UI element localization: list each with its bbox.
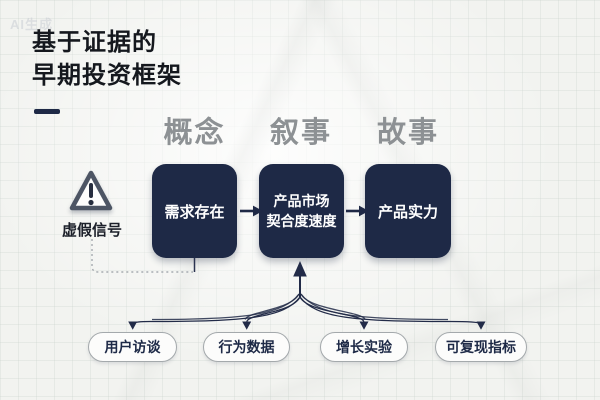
title-underline <box>34 109 60 114</box>
evidence-pill-growth-experiments: 增长实验 <box>320 332 408 362</box>
evidence-pill-user-interviews: 用户访谈 <box>88 332 177 362</box>
flow-box-demand-exists: 需求存在 <box>152 164 237 258</box>
stage-label-concept: 概念 <box>163 117 226 149</box>
title-line-1: 基于证据的 <box>32 29 157 56</box>
stage-label-narrative: 叙事 <box>269 117 332 149</box>
false-signal-label: 虚假信号 <box>61 222 122 239</box>
warning-triangle-icon <box>69 170 113 211</box>
page-title: 基于证据的 早期投资框架 <box>32 26 182 92</box>
evidence-fan-arrows <box>128 261 486 330</box>
ai-watermark: AI生成 <box>10 17 54 32</box>
flow-box-product-market-fit-speed: 产品市场 契合度速度 <box>259 164 344 258</box>
evidence-pill-behavior-data: 行为数据 <box>203 332 290 362</box>
title-line-2: 早期投资框架 <box>32 62 182 89</box>
flow-box-product-strength: 产品实力 <box>365 164 451 258</box>
evidence-pill-reproducible-metrics: 可复现指标 <box>435 332 527 362</box>
stage-label-story: 故事 <box>376 117 439 149</box>
